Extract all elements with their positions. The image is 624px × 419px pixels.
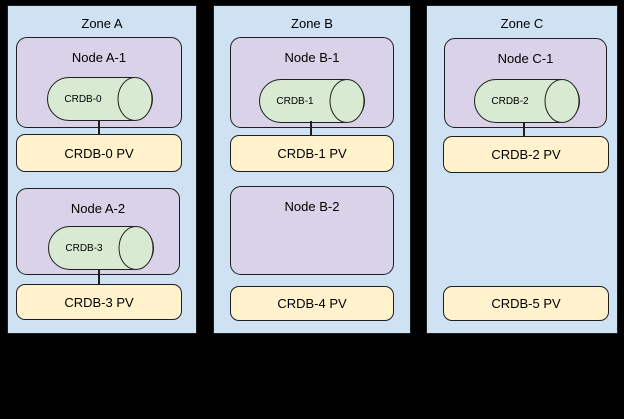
node-c1: Node C-1 CRDB-2 bbox=[444, 38, 607, 128]
pv-crdb-2: CRDB-2 PV bbox=[443, 136, 609, 173]
cylinder-icon bbox=[48, 226, 154, 270]
pv-crdb-5: CRDB-5 PV bbox=[443, 286, 609, 321]
connector-line bbox=[310, 121, 312, 135]
node-b1: Node B-1 CRDB-1 bbox=[230, 37, 394, 128]
node-a1-label: Node A-1 bbox=[71, 50, 127, 65]
node-a2: Node A-2 CRDB-3 bbox=[16, 188, 180, 275]
pod-crdb-1-label: CRDB-1 bbox=[276, 95, 314, 107]
zone-c: Zone C Node C-1 CRDB-2 CRDB-2 PV CRDB-5 … bbox=[426, 5, 618, 334]
pod-crdb-0: CRDB-0 bbox=[47, 77, 153, 121]
pv-crdb-5-label: CRDB-5 PV bbox=[491, 296, 561, 311]
pv-crdb-0-label: CRDB-0 PV bbox=[64, 145, 134, 161]
zone-a: Zone A Node A-1 CRDB-0 CRDB-0 PV Node A-… bbox=[7, 5, 197, 334]
zone-b: Zone B Node B-1 CRDB-1 CRDB-1 PV Node B-… bbox=[213, 5, 411, 334]
connector-line bbox=[98, 269, 100, 284]
connector-line bbox=[523, 122, 525, 136]
pod-crdb-3: CRDB-3 bbox=[48, 226, 154, 270]
pv-crdb-3-label: CRDB-3 PV bbox=[64, 294, 134, 310]
cylinder-icon bbox=[47, 77, 153, 121]
pod-crdb-2: CRDB-2 bbox=[474, 79, 580, 123]
pod-crdb-0-label: CRDB-0 bbox=[64, 93, 102, 105]
connector-line bbox=[98, 120, 100, 134]
pv-crdb-3: CRDB-3 PV bbox=[16, 284, 182, 320]
pod-crdb-1: CRDB-1 bbox=[259, 79, 365, 123]
node-a1: Node A-1 CRDB-0 bbox=[16, 37, 182, 128]
cylinder-icon bbox=[474, 79, 580, 123]
node-b2: Node B-2 bbox=[230, 186, 394, 275]
pv-crdb-1: CRDB-1 PV bbox=[230, 135, 394, 172]
pod-crdb-2-label: CRDB-2 bbox=[491, 95, 529, 107]
node-b2-label: Node B-2 bbox=[284, 199, 340, 214]
zone-a-label: Zone A bbox=[81, 16, 123, 31]
zone-b-label: Zone B bbox=[291, 16, 333, 31]
pv-crdb-4: CRDB-4 PV bbox=[230, 286, 394, 321]
node-b1-label: Node B-1 bbox=[284, 50, 340, 65]
cylinder-icon bbox=[259, 79, 365, 123]
zone-c-label: Zone C bbox=[500, 16, 544, 31]
pv-crdb-4-label: CRDB-4 PV bbox=[277, 296, 347, 311]
node-c1-label: Node C-1 bbox=[497, 51, 554, 66]
pv-crdb-0: CRDB-0 PV bbox=[16, 134, 182, 172]
pod-crdb-3-label: CRDB-3 bbox=[65, 242, 103, 254]
node-a2-label: Node A-2 bbox=[70, 201, 126, 216]
pv-crdb-1-label: CRDB-1 PV bbox=[277, 146, 347, 161]
pv-crdb-2-label: CRDB-2 PV bbox=[491, 147, 561, 162]
